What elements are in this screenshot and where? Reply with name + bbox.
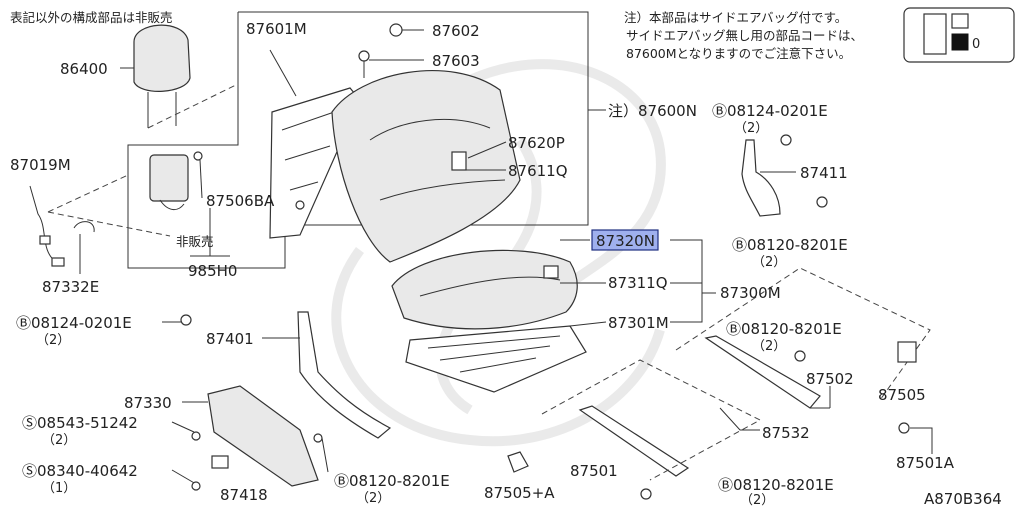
leader-87532 xyxy=(719,407,760,431)
screw-2-icon xyxy=(191,481,201,491)
label-87620P[interactable]: 87620P xyxy=(508,134,565,152)
bracket-87300M xyxy=(670,239,703,323)
knob-87418 xyxy=(211,455,229,469)
label-87332E[interactable]: 87332E xyxy=(42,278,99,296)
leader-87506BA xyxy=(199,159,203,199)
label-87301M[interactable]: 87301M xyxy=(608,314,669,332)
label-86400[interactable]: 86400 xyxy=(60,60,108,78)
note-not-sold: 表記以外の構成部品は非販売 xyxy=(10,10,173,25)
label-bolt-right-mid-qty: （2） xyxy=(752,255,786,270)
lever-87505 xyxy=(897,341,917,363)
cushion-tag xyxy=(543,265,559,279)
note-line-2: サイドエアバッグ無し用の部品コードは、 xyxy=(626,28,863,43)
diagram-code: A870B364 xyxy=(924,490,1002,508)
label-bolt-left-qty: （2） xyxy=(36,333,70,348)
leader-screw-2 xyxy=(171,469,197,485)
leader-screw-1 xyxy=(171,421,195,433)
side-airbag-module xyxy=(149,151,203,210)
label-screw-2-qty: （1） xyxy=(42,481,76,496)
label-87602[interactable]: 87602 xyxy=(432,22,480,40)
label-87505[interactable]: 87505 xyxy=(878,386,926,404)
airbag-module-frame xyxy=(127,12,239,269)
label-screw-1-qty: （2） xyxy=(42,433,76,448)
label-87300M[interactable]: 87300M xyxy=(720,284,781,302)
label-bolt-left[interactable]: Ⓑ08124-0201E xyxy=(16,314,132,332)
seat-frame xyxy=(405,325,587,393)
clip-87332E xyxy=(73,221,95,274)
rail-87502 xyxy=(704,335,821,409)
label-87502[interactable]: 87502 xyxy=(806,370,854,388)
note-line-3: 87600Mとなりますのでご注意下さい。 xyxy=(626,46,851,61)
airbag-tag xyxy=(451,151,467,171)
highlight-box xyxy=(591,229,659,251)
bolt-icon xyxy=(313,433,323,443)
clip-87603 xyxy=(358,50,424,78)
label-87019M[interactable]: 87019M xyxy=(10,156,71,174)
side-cover-87330 xyxy=(207,385,319,487)
label-87603[interactable]: 87603 xyxy=(432,52,480,70)
label-bolt-right-mid[interactable]: Ⓑ08120-8201E xyxy=(732,236,848,254)
label-not-sold: 非販売 xyxy=(176,234,214,249)
recliner-87411 xyxy=(741,134,828,217)
recliner-87401 xyxy=(180,311,392,439)
label-87506BA[interactable]: 87506BA xyxy=(206,192,275,210)
label-bolt-bottom-right-qty: （2） xyxy=(740,493,774,508)
label-bolt-bottom-mid-qty: （2） xyxy=(356,491,390,506)
label-87330[interactable]: 87330 xyxy=(124,394,172,412)
rail-87501 xyxy=(578,405,690,500)
label-bolt-top-right[interactable]: Ⓑ08124-0201E xyxy=(712,102,828,120)
wire-harness xyxy=(29,185,65,267)
label-bolt-rail-right-qty: （2） xyxy=(752,339,786,354)
label-screw-2[interactable]: Ⓢ08340-40642 xyxy=(22,462,138,480)
bolt-87501A xyxy=(898,422,910,434)
label-screw-1[interactable]: Ⓢ08543-51242 xyxy=(22,414,138,432)
label-985H0[interactable]: 985H0 xyxy=(188,262,237,280)
headrest-dash xyxy=(147,83,239,129)
clip-87602 xyxy=(389,23,424,37)
rail-dash-left xyxy=(541,359,762,481)
rail-dash-right xyxy=(675,267,931,401)
leader-87601M xyxy=(269,49,297,97)
headrest xyxy=(120,24,191,128)
seat-switch-diagram: 0 xyxy=(903,7,1015,63)
label-87611Q[interactable]: 87611Q xyxy=(508,162,568,180)
label-bolt-bottom-mid[interactable]: Ⓑ08120-8201E xyxy=(334,472,450,490)
label-87600N[interactable]: 注）87600N xyxy=(608,102,697,120)
label-bolt-top-right-qty: （2） xyxy=(734,121,768,136)
label-87418[interactable]: 87418 xyxy=(220,486,268,504)
leader-87301M xyxy=(569,321,607,327)
label-87505A[interactable]: 87505+A xyxy=(484,484,555,502)
label-87601M[interactable]: 87601M xyxy=(246,20,307,38)
note-line-1: 注）本部品はサイドエアバッグ付です。 xyxy=(624,10,847,25)
seatback-cushion xyxy=(331,70,521,263)
label-87320N[interactable]: 87320N xyxy=(596,232,655,250)
svg-text:0: 0 xyxy=(972,37,980,52)
label-bolt-rail-right[interactable]: Ⓑ08120-8201E xyxy=(726,320,842,338)
label-87311Q[interactable]: 87311Q xyxy=(608,274,668,292)
label-87401[interactable]: 87401 xyxy=(206,330,254,348)
label-bolt-bottom-right[interactable]: Ⓑ08120-8201E xyxy=(718,476,834,494)
label-87501A[interactable]: 87501A xyxy=(896,454,955,472)
leader-87620P xyxy=(467,141,507,159)
seat-cushion xyxy=(391,249,578,330)
screw-1-icon xyxy=(191,431,201,441)
label-87411[interactable]: 87411 xyxy=(800,164,848,182)
label-87532[interactable]: 87532 xyxy=(762,424,810,442)
clip-87505A xyxy=(507,451,529,473)
label-87501[interactable]: 87501 xyxy=(570,462,618,480)
